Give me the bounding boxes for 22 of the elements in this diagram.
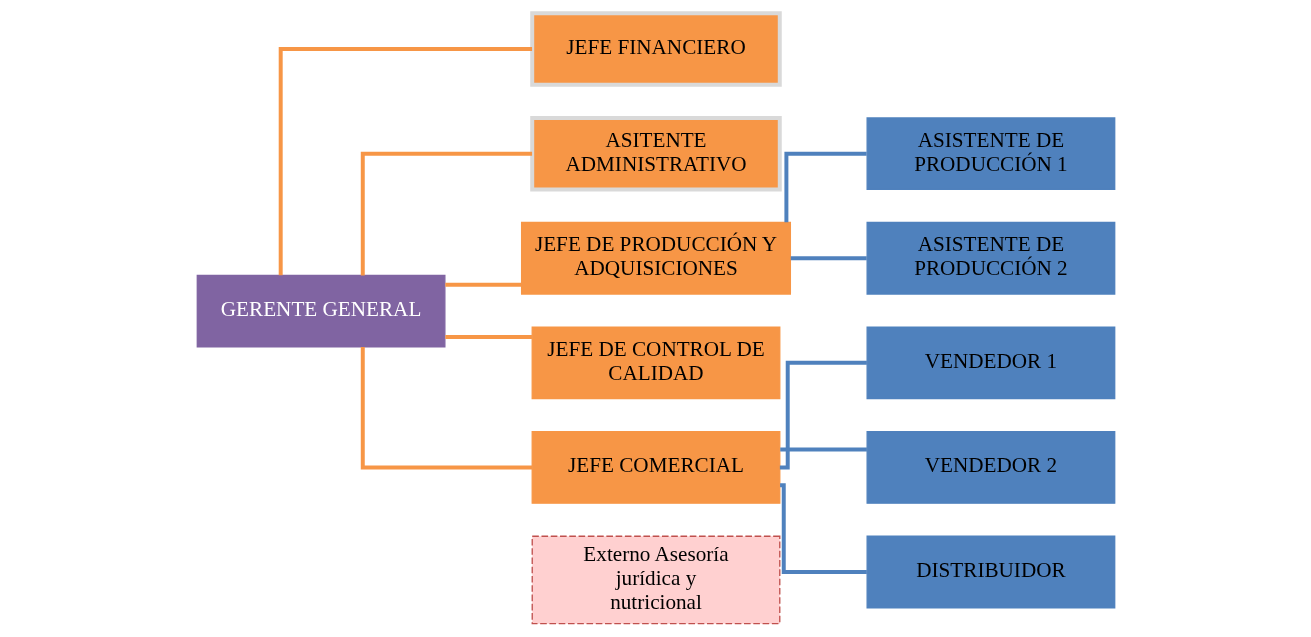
node-box: Externo Asesoría jurídica y nutricional [531, 535, 780, 625]
node-box: ASISTENTE DE PRODUCCIÓN 1 [866, 117, 1115, 191]
connector [360, 347, 532, 470]
connector [779, 447, 867, 452]
connector [278, 47, 532, 276]
connector [779, 360, 867, 470]
node-box: DISTRIBUIDOR [866, 535, 1115, 609]
connector [444, 335, 532, 339]
node-box: JEFE DE PRODUCCIÓN Y ADQUISICIONES [520, 221, 791, 295]
node-box: JEFE COMERCIAL [531, 431, 780, 504]
connector [360, 151, 532, 276]
node-box: GERENTE GENERAL [196, 274, 445, 348]
node-box: JEFE DE CONTROL DE CALIDAD [531, 326, 780, 400]
node-box: VENDEDOR 2 [866, 431, 1115, 504]
connector [444, 282, 521, 287]
connector [790, 256, 867, 261]
connector [779, 483, 867, 574]
node-box: JEFE FINANCIERO [529, 11, 782, 87]
connector [783, 151, 867, 223]
node-box: ASISTENTE DE PRODUCCIÓN 2 [866, 221, 1115, 295]
node-box: ASITENTE ADMINISTRATIVO [529, 115, 782, 192]
node-box: VENDEDOR 1 [866, 326, 1115, 400]
